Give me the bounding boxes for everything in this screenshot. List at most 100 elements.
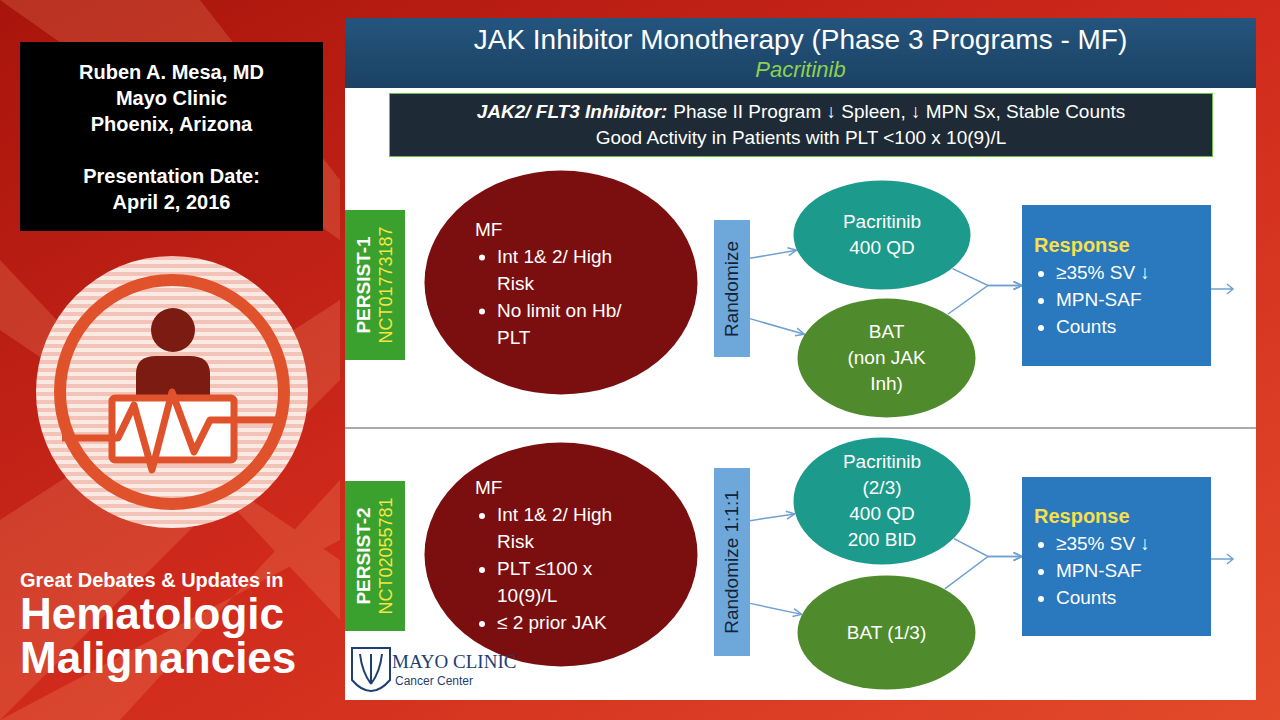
- ellipse-fill: [425, 443, 698, 667]
- bullet-item: Counts: [1056, 584, 1150, 611]
- node-text: (non JAK Inh): [846, 345, 928, 397]
- bullet-list: Int 1& 2/ High RiskNo limit on Hb/ PLT: [475, 242, 647, 350]
- shield-outline: [352, 648, 390, 691]
- out-arrow: [1211, 554, 1233, 564]
- light-rays: [0, 0, 340, 720]
- slide-label: Cancer Center: [395, 674, 473, 688]
- band-text: NCT02055781: [375, 497, 398, 614]
- bullet-list: ≥35% SV ↓MPN-SAFCounts: [1034, 530, 1150, 611]
- slide-label: Hematologic Malignancies: [20, 592, 338, 680]
- outgoing-arrows: [1211, 284, 1233, 564]
- heading: MF: [475, 215, 647, 242]
- info-text: JAK2/ FLT3 Inhibitor:: [477, 101, 668, 122]
- node-content: PERSIST-2NCT02055781: [352, 497, 398, 614]
- bullet-list: Int 1& 2/ High RiskPLT ≤100 x 10(9)/L≤ 2…: [475, 501, 647, 636]
- band-text: PERSIST-2: [352, 497, 375, 614]
- flow-arrow: [954, 539, 1022, 557]
- randomize-box: Randomize: [714, 220, 750, 357]
- node-text: Randomize 1:1:1: [721, 490, 743, 634]
- node-text: Randomize: [721, 240, 743, 336]
- presenter-text: Phoenix, Arizona: [30, 111, 313, 137]
- info-text: Phase II Program ↓ Spleen, ↓ MPN Sx, Sta…: [673, 101, 1125, 122]
- node-content: JAK2/ FLT3 Inhibitor:Phase II Program ↓ …: [406, 99, 1196, 151]
- heading: Response: [1034, 503, 1150, 530]
- header-band: [345, 18, 1256, 88]
- bullet-item: Counts: [1056, 313, 1150, 340]
- ellipse-fill: [794, 438, 971, 565]
- presenter-text: Ruben A. Mesa, MD: [30, 59, 313, 85]
- flow-arrow: [948, 286, 1022, 315]
- node-text: Pacritinib (2/3): [841, 449, 923, 501]
- flow-arrow: [952, 269, 1022, 286]
- ellipse-outline: [424, 442, 698, 667]
- node-text: BAT: [846, 319, 928, 345]
- ellipse-fill: [425, 171, 698, 395]
- info-line: Good Activity in Patients with PLT <100 …: [406, 125, 1196, 151]
- flow-arrow: [750, 250, 796, 258]
- bullet-item: ≥35% SV ↓: [1056, 530, 1150, 557]
- flow-arrow: [750, 603, 802, 614]
- slide-label: Great Debates & Updates in: [20, 568, 340, 592]
- node-content: MFInt 1& 2/ High RiskNo limit on Hb/ PLT: [475, 215, 647, 350]
- flow-arrow: [945, 557, 1022, 589]
- node-content: Response≥35% SV ↓MPN-SAFCounts: [1034, 503, 1150, 611]
- logo-ring: [60, 280, 284, 504]
- population-ellipse: MFInt 1& 2/ High RiskPLT ≤100 x 10(9)/L≤…: [424, 442, 698, 667]
- node-content: Pacritinib 400 QD: [841, 209, 923, 261]
- bullet-item: MPN-SAF: [1056, 557, 1150, 584]
- heading: Response: [1034, 232, 1150, 259]
- flow-arrow: [750, 514, 795, 521]
- node-content: Response≥35% SV ↓MPN-SAFCounts: [1034, 232, 1150, 340]
- response-box: Response≥35% SV ↓MPN-SAFCounts: [1022, 205, 1211, 366]
- node-content: BAT(non JAK Inh): [846, 319, 928, 397]
- presenter-text: Presentation Date: April 2, 2016: [64, 163, 279, 215]
- divider-line: [345, 428, 1256, 429]
- person-head: [151, 308, 195, 352]
- band-text: NCT01773187: [375, 226, 398, 343]
- ellipse-fill: [798, 299, 976, 418]
- ellipse-fill: [798, 576, 976, 690]
- node-content: Randomize 1:1:1: [721, 490, 743, 634]
- mayo-shield: [352, 648, 390, 691]
- arm-ellipse: BAT (1/3): [797, 575, 976, 690]
- node-content: Ruben A. Mesa, MDMayo ClinicPhoenix, Ari…: [30, 59, 313, 215]
- slide-label: MAYO CLINIC: [392, 651, 516, 673]
- bullet-item: Int 1& 2/ High Risk: [497, 501, 647, 555]
- bullet-item: ≤ 2 prior JAK: [497, 609, 647, 636]
- bullet-item: PLT ≤100 x 10(9)/L: [497, 555, 647, 609]
- logo-disc: [36, 256, 308, 528]
- slide-label: Pacritinib: [345, 57, 1256, 83]
- ellipse-outline: [793, 180, 971, 290]
- slide-title: JAK Inhibitor Monotherapy (Phase 3 Progr…: [345, 23, 1256, 56]
- ray: [0, 0, 340, 240]
- bullet-item: ≥35% SV ↓: [1056, 259, 1150, 286]
- arm-ellipse: Pacritinib (2/3)400 QD 200 BID: [793, 437, 971, 565]
- heartbeat-line: [62, 392, 282, 470]
- presenter-text: Mayo Clinic: [30, 85, 313, 111]
- bullet-item: No limit on Hb/ PLT: [497, 296, 647, 350]
- node-content: MFInt 1& 2/ High RiskPLT ≤100 x 10(9)/L≤…: [475, 474, 647, 636]
- slide-panel: [345, 18, 1256, 700]
- node-text: 400 QD 200 BID: [841, 501, 923, 553]
- randomize-box: Randomize 1:1:1: [714, 468, 750, 656]
- flow-arrow: [750, 319, 804, 335]
- ellipse-fill: [794, 181, 971, 290]
- response-box: Response≥35% SV ↓MPN-SAFCounts: [1022, 477, 1211, 636]
- summary-box: JAK2/ FLT3 Inhibitor:Phase II Program ↓ …: [389, 93, 1213, 157]
- bullet-item: MPN-SAF: [1056, 286, 1150, 313]
- heading: MF: [475, 474, 647, 501]
- population-ellipse: MFInt 1& 2/ High RiskNo limit on Hb/ PLT: [424, 170, 698, 395]
- out-arrow: [1211, 284, 1233, 294]
- arm-ellipse: BAT(non JAK Inh): [797, 298, 976, 418]
- band-text: PERSIST-1: [352, 226, 375, 343]
- trial-band: PERSIST-1NCT01773187: [345, 210, 405, 360]
- node-text: BAT (1/3): [822, 620, 952, 646]
- node-content: Randomize: [721, 240, 743, 336]
- ellipse-outline: [424, 170, 698, 395]
- arm-ellipse: Pacritinib 400 QD: [793, 180, 971, 290]
- node-content: BAT (1/3): [822, 620, 952, 646]
- presenter-box: Ruben A. Mesa, MDMayo ClinicPhoenix, Ari…: [20, 42, 323, 231]
- shield-profiles: [360, 654, 382, 684]
